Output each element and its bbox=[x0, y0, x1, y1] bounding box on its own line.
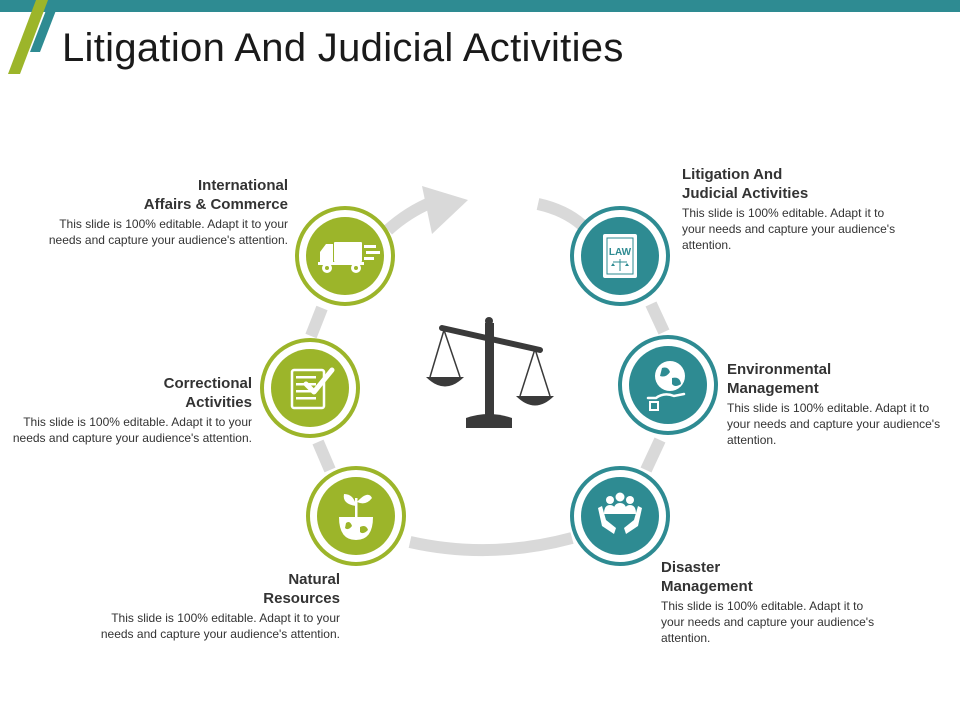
item-correctional-activities: Correctional Activities This slide is 10… bbox=[12, 374, 252, 446]
plant-globe-icon bbox=[339, 494, 373, 540]
item-title: Litigation And Judicial Activities bbox=[682, 166, 809, 202]
node-litigation: LAW bbox=[570, 206, 670, 306]
item-environmental-management: Environmental Management This slide is 1… bbox=[727, 360, 942, 448]
item-description: This slide is 100% editable. Adapt it to… bbox=[727, 401, 941, 447]
node-environmental-management bbox=[618, 335, 718, 435]
top-accent-bar bbox=[0, 0, 960, 12]
node-natural-resources bbox=[306, 466, 406, 566]
item-description: This slide is 100% editable. Adapt it to… bbox=[661, 599, 875, 645]
globe-hand-icon bbox=[646, 361, 686, 411]
item-description: This slide is 100% editable. Adapt it to… bbox=[100, 611, 340, 641]
slide-title: Litigation And Judicial Activities bbox=[62, 26, 624, 70]
item-title: International Affairs & Commerce bbox=[143, 177, 288, 213]
law-book-icon: LAW bbox=[603, 234, 637, 278]
corner-stripes bbox=[8, 0, 60, 74]
node-international-affairs bbox=[295, 206, 395, 306]
item-litigation: Litigation And Judicial Activities This … bbox=[682, 165, 897, 253]
item-natural-resources: Natural Resources This slide is 100% edi… bbox=[100, 570, 340, 642]
law-book-label: LAW bbox=[609, 247, 632, 258]
cycle-connectors bbox=[305, 196, 670, 557]
item-title: Environmental Management bbox=[727, 361, 832, 397]
checklist-icon bbox=[290, 367, 335, 410]
item-international-affairs: International Affairs & Commerce This sl… bbox=[48, 176, 288, 248]
scales-of-justice-icon bbox=[426, 317, 554, 428]
item-title: Natural Resources bbox=[263, 571, 340, 607]
item-description: This slide is 100% editable. Adapt it to… bbox=[682, 206, 896, 252]
item-description: This slide is 100% editable. Adapt it to… bbox=[48, 217, 288, 247]
node-disaster-management bbox=[570, 466, 670, 566]
item-description: This slide is 100% editable. Adapt it to… bbox=[12, 415, 252, 445]
item-disaster-management: Disaster Management This slide is 100% e… bbox=[661, 558, 876, 646]
truck-icon bbox=[318, 242, 380, 273]
item-title: Disaster Management bbox=[661, 559, 753, 595]
people-hands-icon bbox=[598, 492, 642, 534]
item-title: Correctional Activities bbox=[163, 375, 252, 411]
arrow-head-icon bbox=[422, 186, 468, 234]
node-correctional-activities bbox=[260, 338, 360, 438]
